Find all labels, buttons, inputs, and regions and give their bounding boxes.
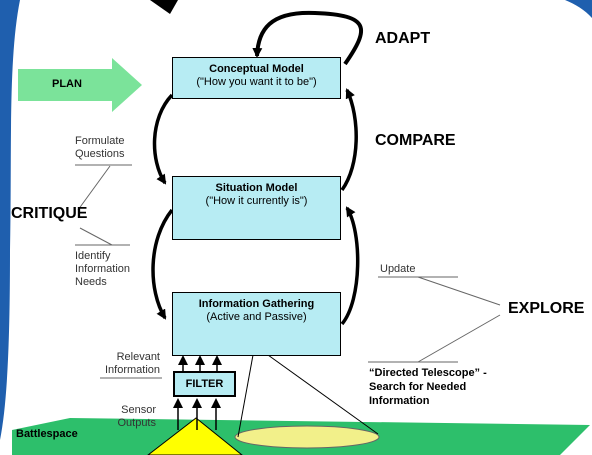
filter-box: FILTER: [173, 371, 236, 397]
battlespace-label: Battlespace: [16, 428, 78, 440]
conceptual-model-subtitle: ("How you want it to be"): [196, 76, 317, 88]
compare-arrow-lower: [340, 206, 360, 326]
information-gathering-subtitle: (Active and Passive): [206, 311, 307, 323]
identify-arrow: [151, 208, 174, 320]
formulate-leader: [77, 165, 111, 211]
explore-label: EXPLORE: [508, 300, 585, 317]
critique-label: CRITIQUE: [11, 205, 88, 222]
sensor-line-1: Sensor: [121, 404, 156, 416]
formulate-line-2: Questions: [75, 148, 125, 160]
directed-telescope-note: “Directed Telescope” - Search for Needed…: [369, 366, 487, 408]
compare-arrow-upper: [340, 88, 358, 192]
sensor-outputs-note: Sensor Outputs: [106, 404, 156, 430]
telescope-line-left: [237, 354, 254, 438]
identify-line-1: Identify: [75, 250, 111, 262]
filter-label: FILTER: [185, 378, 224, 390]
sensor-line-2: Outputs: [117, 417, 156, 429]
identify-needs-note: Identify Information Needs: [75, 250, 130, 289]
situation-model-title: Situation Model: [215, 182, 298, 194]
relevant-information-note: Relevant Information: [96, 351, 160, 377]
identify-line-3: Needs: [75, 276, 107, 288]
telescope-leader: [417, 314, 501, 363]
sensor-beam: [147, 417, 243, 455]
top-right-corner-decoration: [565, 0, 592, 18]
situation-model-box: Situation Model ("How it currently is"): [172, 176, 341, 240]
left-corner-decoration: [0, 0, 20, 440]
telescope-line-1: “Directed Telescope” -: [369, 367, 487, 379]
telescope-line-3: Information: [369, 395, 430, 407]
adapt-loop-arrow: [252, 10, 363, 66]
plan-arrow: [18, 58, 142, 112]
identify-line-2: Information: [75, 263, 131, 275]
update-leader: [417, 276, 501, 306]
information-gathering-title: Information Gathering: [198, 298, 315, 310]
formulate-questions-note: Formulate Questions: [75, 135, 125, 161]
situation-model-subtitle: ("How it currently is"): [205, 195, 308, 207]
conceptual-model-title: Conceptual Model: [209, 63, 304, 75]
conceptual-model-box: Conceptual Model ("How you want it to be…: [172, 57, 341, 99]
telescope-line-right: [267, 354, 379, 435]
relevant-line-1: Relevant: [116, 351, 160, 363]
relevant-line-2: Information: [104, 364, 160, 376]
compare-label: COMPARE: [375, 132, 456, 149]
telescope-line-2: Search for Needed: [369, 381, 467, 393]
formulate-line-1: Formulate: [75, 135, 125, 147]
search-area-ellipse: [234, 425, 380, 449]
top-left-arrow-decoration: [150, 0, 178, 14]
information-gathering-box: Information Gathering (Active and Passiv…: [172, 292, 341, 356]
adapt-label: ADAPT: [375, 30, 431, 47]
update-note: Update: [380, 263, 416, 275]
plan-label: PLAN: [52, 78, 82, 90]
identify-leader: [79, 227, 113, 246]
formulate-arrow: [152, 93, 174, 185]
